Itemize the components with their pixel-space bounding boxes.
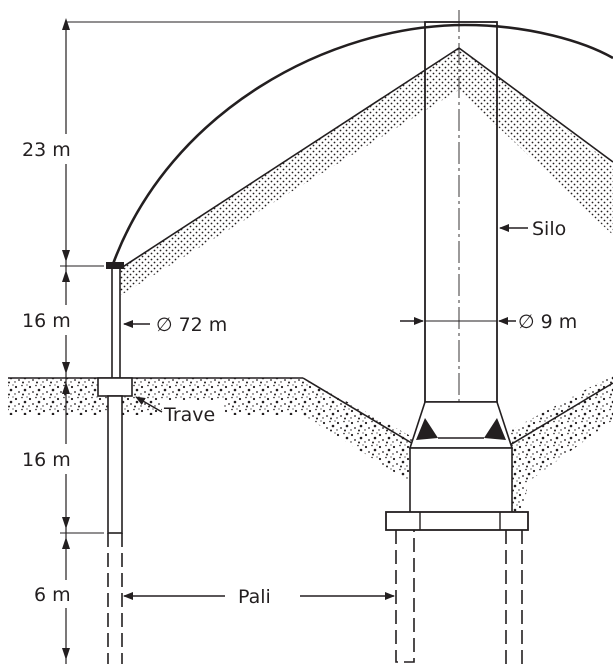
arrow-icon bbox=[62, 382, 70, 394]
label-mask bbox=[14, 444, 74, 474]
arrow-icon bbox=[62, 517, 70, 529]
roof-height-label: 23 m bbox=[22, 139, 71, 161]
soil-layer bbox=[8, 375, 613, 520]
piles-label: Pali bbox=[238, 586, 271, 608]
label-mask bbox=[162, 400, 224, 428]
wall-height-label: 16 m bbox=[22, 310, 71, 332]
wall-cap bbox=[106, 262, 124, 269]
silo-haunch-left bbox=[416, 418, 438, 440]
excavation-slope-left bbox=[302, 377, 421, 449]
roof-diameter-label: ∅ 72 m bbox=[156, 314, 227, 336]
excavation-slope-right bbox=[504, 382, 613, 449]
silo-footing bbox=[385, 511, 529, 531]
silo-diameter-label: ∅ 9 m bbox=[518, 311, 577, 333]
arrow-icon bbox=[62, 18, 70, 30]
pile-depth-label: 6 m bbox=[34, 584, 71, 606]
label-mask bbox=[14, 134, 74, 164]
ring-beam bbox=[97, 377, 133, 397]
silo-pedestal bbox=[409, 447, 513, 515]
roof-surface-right bbox=[458, 47, 613, 163]
dome-roof bbox=[111, 23, 613, 265]
left-pile bbox=[107, 395, 123, 534]
arrow-icon bbox=[62, 648, 70, 660]
silo-haunch-right bbox=[484, 418, 506, 440]
stored-material-cone bbox=[118, 48, 613, 295]
perimeter-wall bbox=[111, 267, 121, 379]
beam-label: Trave bbox=[163, 404, 215, 426]
silo-pile-left bbox=[395, 530, 415, 663]
roof-surface-left bbox=[117, 47, 460, 271]
arrow-icon bbox=[62, 362, 70, 374]
soil-depth-label: 16 m bbox=[22, 449, 71, 471]
arrow-icon bbox=[62, 270, 70, 282]
silo-label: Silo bbox=[532, 218, 566, 240]
label-mask bbox=[14, 305, 74, 335]
label-mask bbox=[24, 580, 72, 608]
beam-label-arrow bbox=[135, 396, 163, 413]
silo-pile-right bbox=[505, 530, 523, 664]
arrow-icon bbox=[62, 537, 70, 549]
arrow-icon bbox=[62, 250, 70, 262]
